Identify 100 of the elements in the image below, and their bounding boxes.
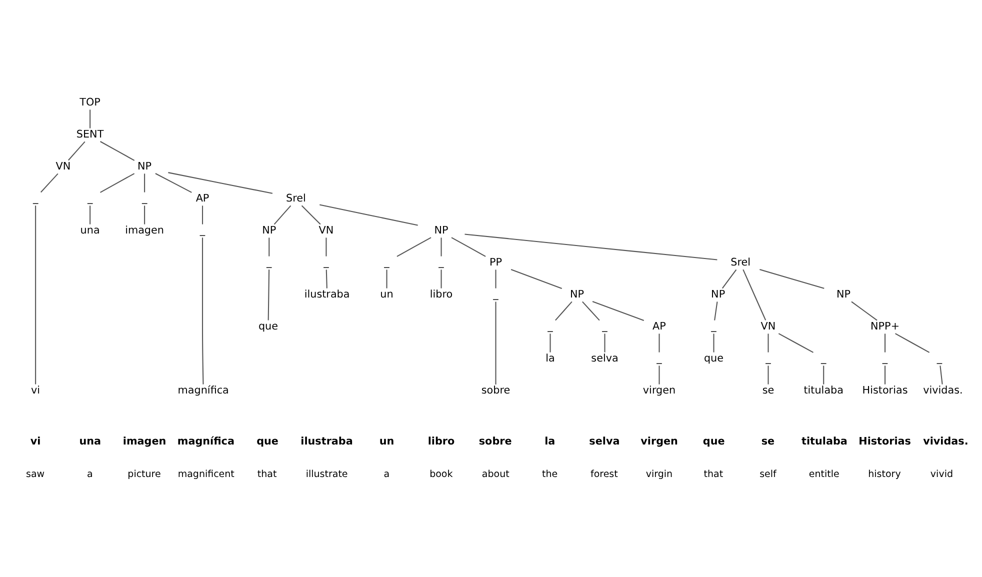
node-text: vividas.: [923, 384, 963, 397]
connector: [895, 333, 930, 353]
connector: [396, 237, 432, 257]
node-text: una: [80, 224, 100, 237]
node-text: _: [882, 352, 888, 365]
label: history: [868, 468, 901, 480]
label: sobre: [478, 436, 512, 448]
label: a: [87, 468, 93, 480]
node-text: SENT: [76, 128, 104, 141]
label: the: [542, 468, 558, 480]
connector: [713, 334, 714, 352]
label: about: [482, 468, 510, 480]
node-text: virgen: [642, 384, 676, 397]
connector: [464, 234, 718, 260]
connector: [268, 238, 270, 256]
connector: [823, 366, 824, 384]
node-text: _: [438, 256, 444, 269]
connector: [884, 366, 886, 384]
node-text: _: [711, 320, 716, 333]
connector: [722, 269, 737, 289]
label: libro: [428, 436, 455, 448]
node-text: PP: [490, 256, 502, 269]
node-text: selva: [591, 352, 618, 365]
connector: [320, 204, 418, 226]
label: a: [384, 468, 390, 480]
node-text: TOP: [80, 96, 100, 109]
label: la: [544, 436, 556, 448]
node-text: _: [656, 352, 662, 365]
node-text: vi: [31, 384, 40, 397]
node-text: _: [142, 192, 148, 205]
connector: [451, 237, 486, 257]
label: virgen: [640, 436, 678, 448]
node-text: sobre: [481, 384, 510, 397]
connector: [495, 302, 496, 384]
label: Historias: [858, 436, 912, 448]
node-text: titulaba: [804, 384, 844, 397]
label: se: [761, 436, 775, 448]
connector: [658, 366, 660, 384]
label: that: [257, 468, 277, 480]
label: imagen: [122, 436, 166, 448]
connector: [100, 173, 135, 193]
connector: [510, 269, 562, 289]
connector: [274, 205, 292, 225]
node-text: magnífica: [178, 384, 229, 397]
node-text: _: [384, 256, 390, 269]
label: que: [702, 436, 725, 448]
label: entitle: [808, 468, 840, 480]
connector: [144, 174, 146, 192]
connector: [155, 173, 192, 193]
node-text: _: [548, 320, 553, 333]
node-text: VN: [318, 224, 334, 237]
connector: [326, 238, 327, 256]
connector: [658, 334, 660, 352]
connector: [760, 268, 824, 289]
connector: [168, 172, 273, 194]
connector: [326, 270, 328, 288]
node-text: NP: [138, 160, 152, 173]
connector: [495, 270, 496, 288]
node-text: _: [266, 256, 272, 269]
connector: [35, 206, 36, 384]
label: self: [760, 468, 776, 480]
label: que: [256, 436, 278, 448]
node-text: _: [766, 352, 771, 365]
node-text: que: [704, 352, 724, 365]
label: ilustraba: [300, 436, 353, 448]
connector: [742, 269, 766, 320]
node-text: _: [324, 256, 329, 269]
label: virgin: [646, 468, 673, 480]
label: vivid: [930, 468, 954, 480]
connector: [440, 238, 442, 256]
label: that: [704, 468, 724, 480]
connector: [550, 334, 551, 352]
connector: [768, 366, 769, 384]
node-text: _: [821, 352, 826, 365]
connector: [90, 110, 91, 128]
connector: [100, 141, 135, 161]
node-text: AP: [196, 192, 210, 205]
node-text: ilustraba: [304, 288, 350, 301]
node-text: _: [32, 192, 38, 205]
connector: [884, 334, 886, 352]
node-text: _: [87, 192, 93, 205]
connector: [940, 366, 943, 384]
connector: [555, 301, 572, 321]
connector: [40, 173, 58, 193]
connector: [778, 333, 814, 353]
connector: [386, 270, 388, 288]
connector: [301, 205, 321, 225]
node-text: un: [380, 288, 394, 301]
node-text: imagen: [125, 224, 164, 237]
node-text: Srel: [286, 192, 306, 205]
connector: [90, 206, 91, 224]
label: un: [379, 436, 394, 448]
connector: [202, 206, 204, 224]
label: selva: [589, 436, 620, 448]
node-text: NPP+: [870, 320, 900, 333]
node-text: se: [762, 384, 774, 397]
node-text: _: [200, 224, 206, 237]
connector: [144, 206, 146, 224]
connector: [592, 301, 644, 321]
node-text: NP: [711, 288, 726, 301]
